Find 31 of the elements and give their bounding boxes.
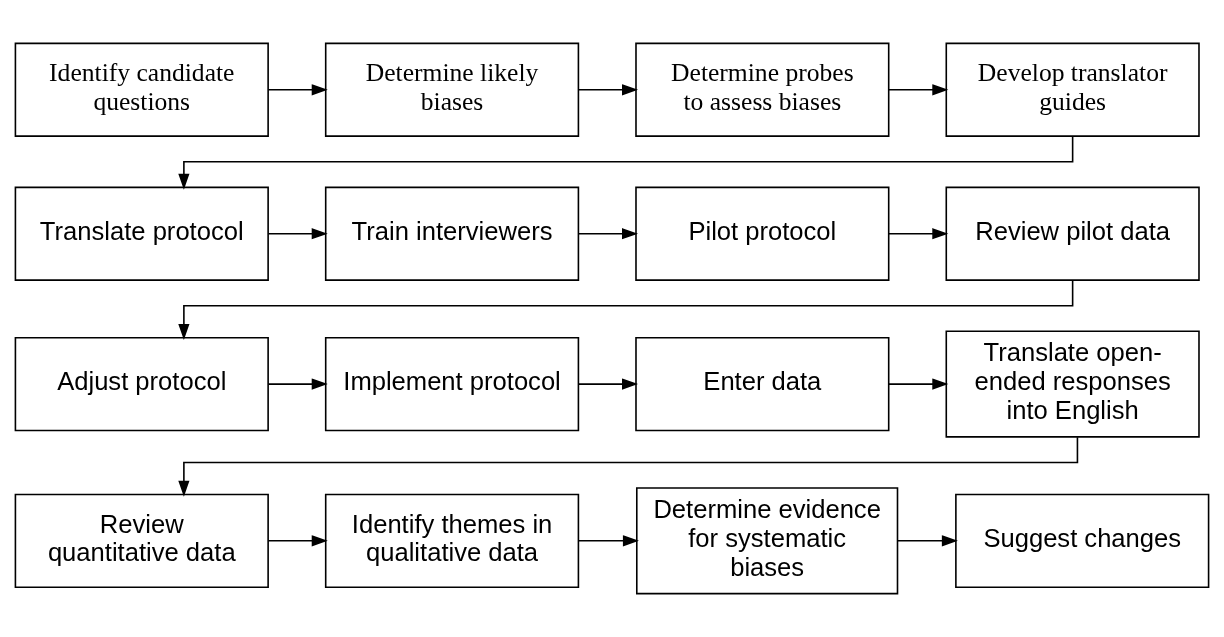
node-box: Develop translator guides <box>945 42 1200 137</box>
node-box: Implement protocol <box>324 336 580 432</box>
node-box: Identify themes in qualitative data <box>324 493 580 588</box>
node-box: Translate protocol <box>14 186 269 281</box>
arrow <box>578 535 639 547</box>
arrow <box>888 378 949 390</box>
node-box: Review quantitative data <box>14 493 269 588</box>
node-box: Determine probes to assess biases <box>635 42 890 137</box>
arrow <box>267 84 328 96</box>
arrow <box>577 378 638 390</box>
node-box: Determine evidence for systematic biases <box>636 487 899 595</box>
arrow <box>267 378 328 390</box>
node-box: Train interviewers <box>324 186 580 281</box>
arrow <box>178 279 1074 340</box>
node-box: Determine likely biases <box>324 42 580 137</box>
arrow <box>888 84 949 96</box>
node-box: Translate open-ended responses into English <box>945 330 1200 438</box>
arrow <box>178 135 1074 190</box>
arrow <box>888 228 949 240</box>
arrow <box>267 228 328 240</box>
node-box: Adjust protocol <box>14 336 269 432</box>
node-box: Enter data <box>635 336 890 432</box>
arrow <box>577 228 638 240</box>
arrow <box>896 535 958 547</box>
arrow <box>577 84 638 96</box>
node-box: Review pilot data <box>945 186 1200 281</box>
node-box: Suggest changes <box>955 493 1210 588</box>
arrow <box>178 436 1079 497</box>
node-box: Identify candidate questions <box>14 42 269 137</box>
arrow <box>267 535 328 547</box>
node-box: Pilot protocol <box>635 186 890 281</box>
